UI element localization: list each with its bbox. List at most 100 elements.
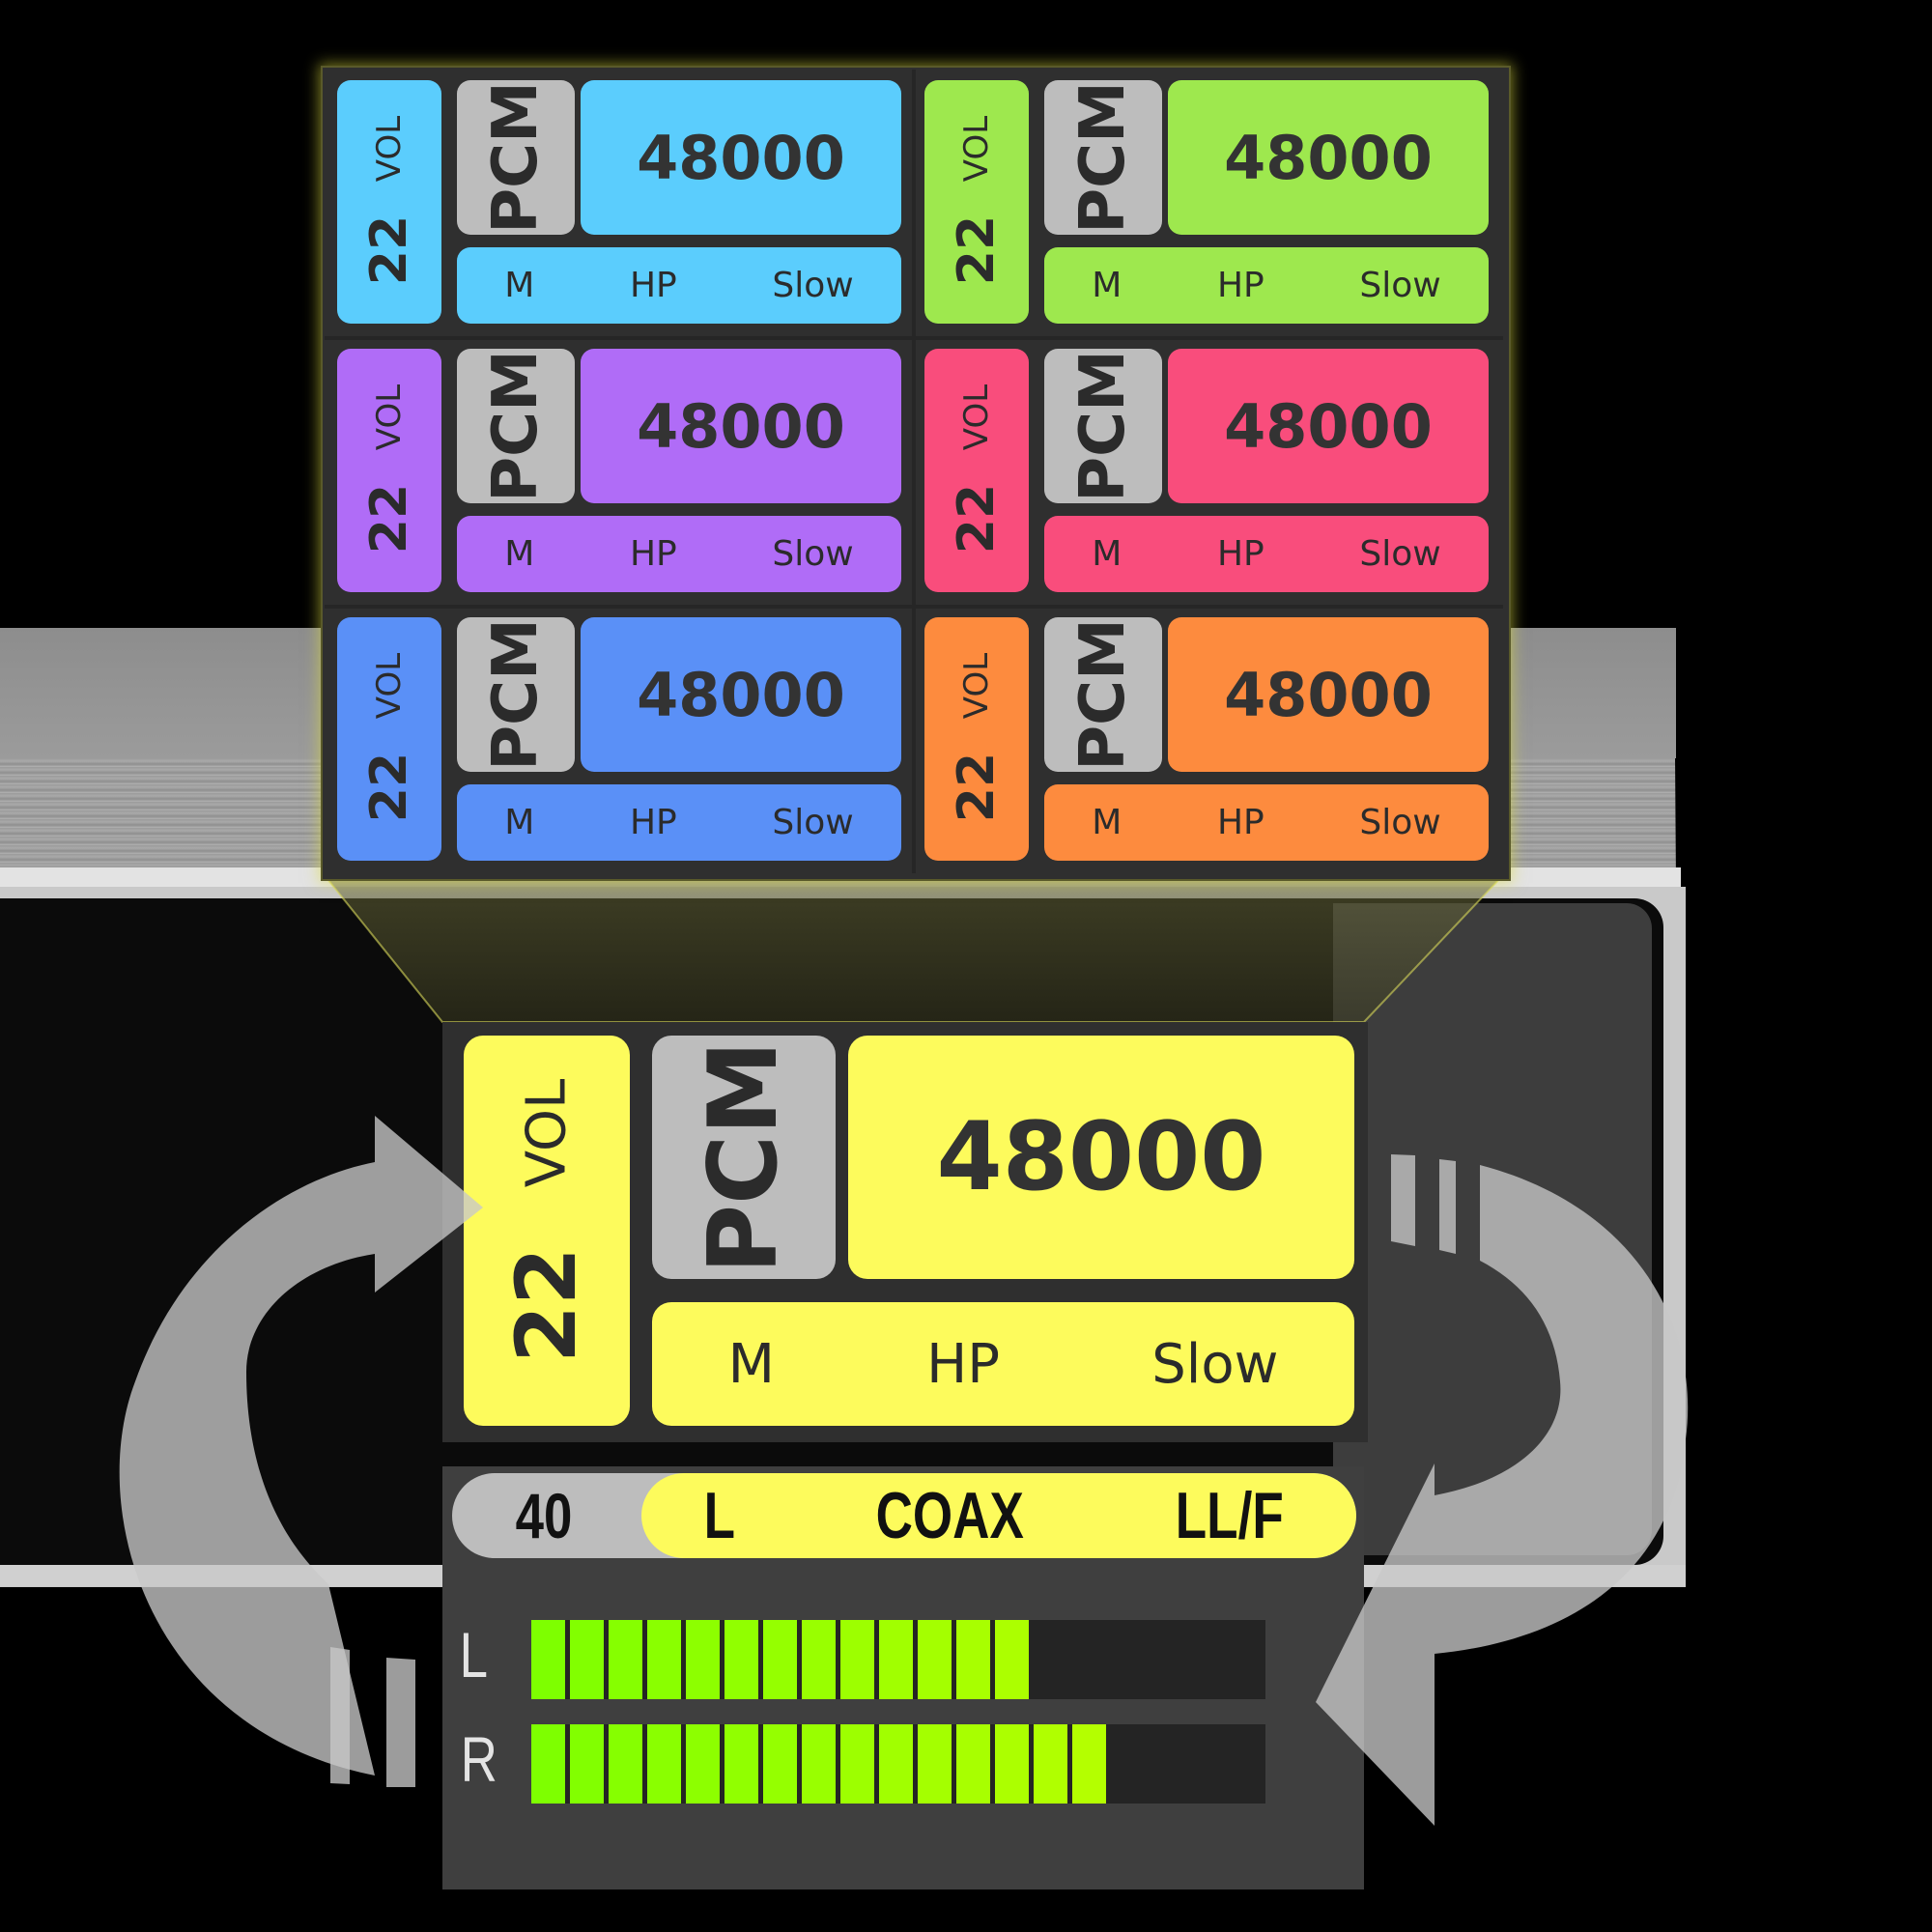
- meter-segment: [802, 1620, 836, 1699]
- theme-card-cyan[interactable]: VOL 22 PCM 48000 M HP Slow: [331, 75, 906, 328]
- sample-rate-value: 48000: [1224, 122, 1433, 193]
- format-badge: PCM: [1044, 349, 1162, 503]
- sample-rate-value: 48000: [1224, 659, 1433, 730]
- meter-segment: [956, 1724, 990, 1804]
- format-badge: PCM: [457, 80, 575, 235]
- volume-value: 22: [498, 1246, 595, 1363]
- volume-tile: VOL 22: [924, 617, 1029, 861]
- volume-label: VOL: [370, 115, 409, 182]
- level-meter-left: [531, 1620, 1265, 1699]
- grid-divider-horizontal: [325, 336, 1503, 340]
- theme-card-blue[interactable]: VOL 22 PCM 48000 M HP Slow: [331, 612, 906, 866]
- channel-mode: M: [504, 803, 535, 842]
- output-mode: HP: [629, 803, 677, 842]
- theme-card-purple[interactable]: VOL 22 PCM 48000 M HP Slow: [331, 344, 906, 597]
- meter-segment: [686, 1620, 720, 1699]
- volume-tile: VOL 22: [337, 617, 441, 861]
- meter-segment: [956, 1620, 990, 1699]
- sample-rate-tile: 48000: [1168, 349, 1489, 503]
- format-label: PCM: [480, 350, 552, 502]
- meter-label-right: R: [460, 1723, 497, 1795]
- format-label: PCM: [1067, 81, 1139, 234]
- format-badge: PCM: [457, 617, 575, 772]
- sample-rate-tile: 48000: [1168, 617, 1489, 772]
- sample-rate-value: 48000: [637, 122, 845, 193]
- meter-segment: [840, 1620, 874, 1699]
- settings-bar: M HP Slow: [1044, 784, 1489, 861]
- meter-segment: [918, 1724, 952, 1804]
- meter-segment: [802, 1724, 836, 1804]
- settings-bar: M HP Slow: [457, 247, 901, 324]
- meter-segment: [995, 1724, 1029, 1804]
- meter-segment: [879, 1724, 913, 1804]
- format-label: PCM: [689, 1040, 799, 1274]
- volume-label: VOL: [370, 384, 409, 450]
- meter-segment: [763, 1620, 797, 1699]
- theme-card-pink[interactable]: VOL 22 PCM 48000 M HP Slow: [919, 344, 1493, 597]
- status-input: COAX: [875, 1479, 1024, 1552]
- filter-mode: Slow: [772, 803, 854, 842]
- format-label: PCM: [1067, 350, 1139, 502]
- filter-mode: Slow: [772, 534, 854, 574]
- sample-rate-tile: 48000: [581, 80, 901, 235]
- output-mode: HP: [629, 266, 677, 305]
- filter-mode: Slow: [772, 266, 854, 305]
- format-badge: PCM: [1044, 80, 1162, 235]
- channel-mode: M: [1092, 534, 1122, 574]
- settings-bar: M HP Slow: [1044, 516, 1489, 592]
- filter-mode: Slow: [1359, 266, 1441, 305]
- volume-value: 22: [948, 753, 1006, 823]
- output-mode: HP: [926, 1332, 1001, 1396]
- meter-segment: [724, 1724, 758, 1804]
- status-channel: L: [703, 1479, 735, 1552]
- volume-value: 22: [360, 215, 418, 286]
- status-pill: 40 L COAX LL/F: [452, 1473, 1356, 1558]
- output-mode: HP: [1216, 803, 1264, 842]
- filter-mode: Slow: [1151, 1332, 1279, 1396]
- meter-segment: [531, 1724, 565, 1804]
- meter-segment: [995, 1620, 1029, 1699]
- settings-bar: M HP Slow: [652, 1302, 1354, 1426]
- meter-segment: [609, 1724, 642, 1804]
- format-label: PCM: [1067, 618, 1139, 771]
- theme-card-green[interactable]: VOL 22 PCM 48000 M HP Slow: [919, 75, 1493, 328]
- volume-tile: VOL 22: [464, 1036, 630, 1426]
- channel-mode: M: [1092, 803, 1122, 842]
- settings-bar: M HP Slow: [457, 784, 901, 861]
- meter-segment: [918, 1620, 952, 1699]
- main-screen-card: VOL 22 PCM 48000 M HP Slow: [442, 1022, 1368, 1442]
- format-badge: PCM: [1044, 617, 1162, 772]
- volume-value: 22: [360, 753, 418, 823]
- filter-mode: Slow: [1359, 803, 1441, 842]
- meter-segment: [879, 1620, 913, 1699]
- format-badge: PCM: [457, 349, 575, 503]
- output-mode: HP: [1216, 534, 1264, 574]
- volume-label: VOL: [515, 1078, 579, 1188]
- volume-value: 22: [360, 484, 418, 554]
- volume-label: VOL: [957, 384, 996, 450]
- filter-mode: Slow: [1359, 534, 1441, 574]
- sample-rate-tile: 48000: [581, 617, 901, 772]
- meter-segment: [840, 1724, 874, 1804]
- status-panel: 40 L COAX LL/F L R: [442, 1466, 1364, 1889]
- sample-rate-tile: 48000: [1168, 80, 1489, 235]
- meter-label-left: L: [459, 1619, 489, 1690]
- format-label: PCM: [480, 81, 552, 234]
- settings-bar: M HP Slow: [1044, 247, 1489, 324]
- volume-tile: VOL 22: [337, 80, 441, 324]
- meter-segment: [724, 1620, 758, 1699]
- channel-mode: M: [727, 1332, 775, 1396]
- sample-rate-value: 48000: [637, 390, 845, 462]
- sample-rate-tile: 48000: [848, 1036, 1354, 1279]
- sample-rate-value: 48000: [936, 1102, 1266, 1212]
- sample-rate-value: 48000: [1224, 390, 1433, 462]
- level-meter-right: [531, 1724, 1265, 1804]
- grid-divider-vertical: [912, 70, 916, 873]
- meter-segment: [647, 1724, 681, 1804]
- theme-card-orange[interactable]: VOL 22 PCM 48000 M HP Slow: [919, 612, 1493, 866]
- volume-tile: VOL 22: [337, 349, 441, 592]
- format-label: PCM: [480, 618, 552, 771]
- volume-tile: VOL 22: [924, 80, 1029, 324]
- status-value: 40: [515, 1480, 573, 1551]
- format-badge: PCM: [652, 1036, 836, 1279]
